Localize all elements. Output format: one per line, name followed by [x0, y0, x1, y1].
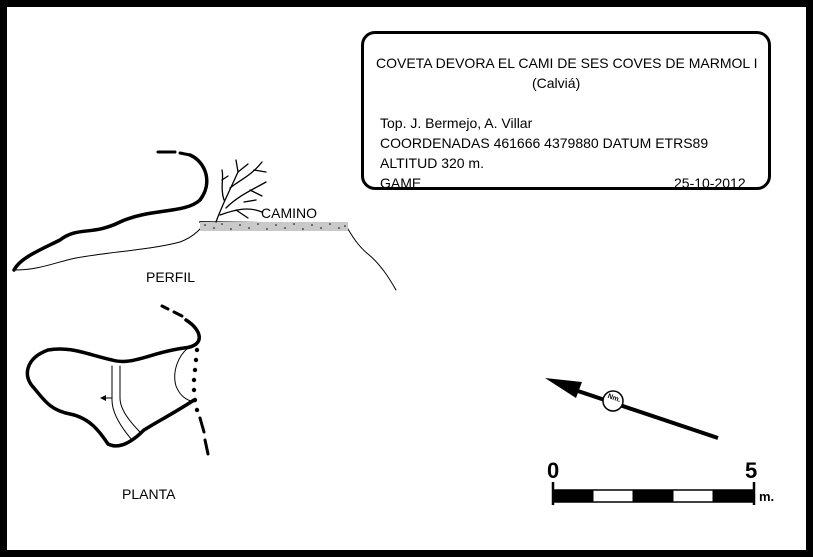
plan-drop-line-dotted [191, 347, 200, 413]
tree-icon [215, 159, 267, 223]
municipality: (Calviá) [532, 75, 581, 91]
profile-label: PERFIL [146, 269, 196, 285]
profile-ceiling-line [12, 153, 209, 272]
plan-ledge-line [174, 347, 195, 403]
profile-floor-line [13, 221, 206, 271]
coordinates: COORDENADAS 461666 4379880 DATUM ETRS89 [380, 135, 709, 151]
plan-cave-wall [25, 318, 201, 448]
group-name: GAME [380, 175, 422, 191]
scale-start: 0 [547, 458, 560, 483]
scale-end: 5 [745, 458, 758, 483]
info-box [361, 31, 771, 190]
topography-credit: Top. J. Bermejo, A. Villar [380, 115, 533, 131]
road-label: CAMINO [261, 205, 317, 221]
plan-passage-left [111, 365, 133, 441]
scale-bar [551, 482, 756, 505]
north-arrow [545, 378, 719, 440]
altitude: ALTITUD 320 m. [380, 155, 484, 171]
plan-label: PLANTA [122, 486, 176, 502]
plan-entrance-dashed [160, 304, 184, 318]
scale-unit: m. [759, 489, 775, 504]
plan-exit-dashed [198, 416, 210, 456]
survey-sheet [7, 7, 806, 550]
profile-hill-slope [344, 223, 397, 291]
road-fill [200, 222, 348, 231]
survey-date: 25-10-2012 [674, 175, 746, 191]
north-symbol-circle [602, 390, 624, 412]
plan-slope-arrow [100, 395, 112, 401]
plan-passage-right [119, 365, 141, 433]
profile-ceiling-dashed [156, 150, 192, 157]
profile-drawing [12, 150, 397, 291]
plan-drawing [25, 304, 210, 456]
road-stipple [204, 223, 346, 230]
cave-name: COVETA DEVORA EL CAMI DE SES COVES DE MA… [376, 55, 758, 71]
